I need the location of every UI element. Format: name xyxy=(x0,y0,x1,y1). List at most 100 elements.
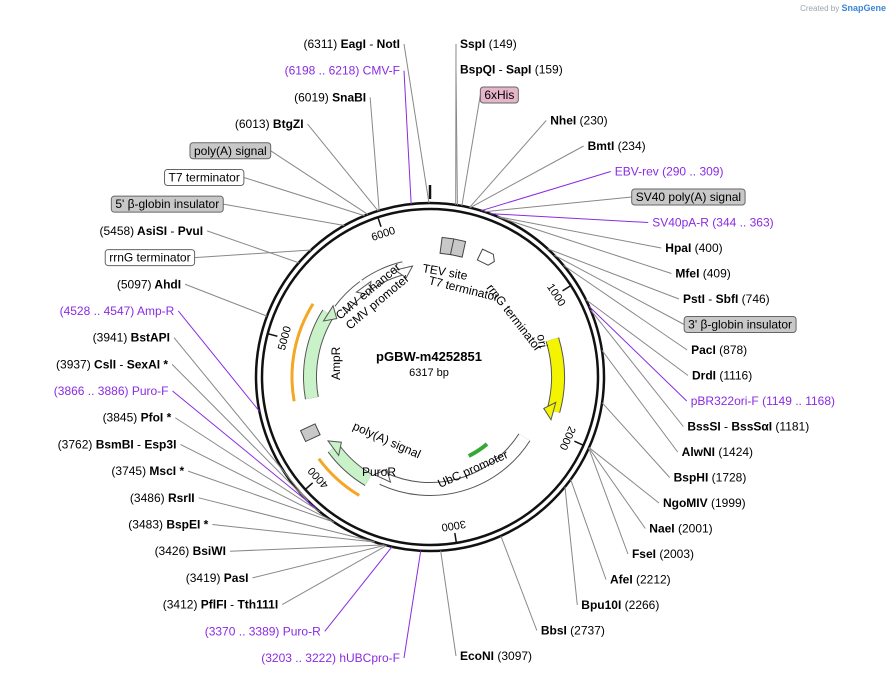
label-part: MscI * xyxy=(146,464,184,478)
label-part: poly(A) signal xyxy=(194,144,267,158)
svg-text:3' β-globin insulator: 3' β-globin insulator xyxy=(688,318,792,332)
label-part: - xyxy=(116,357,123,371)
label-part: SspI xyxy=(460,37,485,51)
label-part: (2001) xyxy=(675,522,713,536)
leader-sv40pa-r-344-363 xyxy=(489,213,649,223)
leader-alwni-1424 xyxy=(601,349,679,453)
label-part: RsrII xyxy=(165,491,195,505)
svg-text:(3486) RsrII: (3486) RsrII xyxy=(130,491,195,505)
label-part: PstI xyxy=(683,292,705,306)
feature-ori-arrowhead xyxy=(543,401,557,421)
leader-3483-bspei xyxy=(212,524,375,543)
label-part: Tth111I xyxy=(234,598,278,612)
credit-brand-logo: SnapGene xyxy=(841,3,886,13)
label-6013-btgzi: (6013) BtgZI xyxy=(235,117,304,131)
feature-poly-a-signal xyxy=(299,423,321,443)
plasmid-size: 6317 bp xyxy=(409,367,449,379)
svg-text:(6198 .. 6218) CMV-F: (6198 .. 6218) CMV-F xyxy=(285,64,400,78)
leader-5458-asisi-pvui xyxy=(206,230,299,264)
leader-bsssi-bsss-i-1181 xyxy=(590,309,684,427)
label-part: 5' β-globin insulator xyxy=(115,197,219,211)
label-part: (5097) xyxy=(117,277,152,291)
label-part: (6311) xyxy=(304,37,338,51)
leader-rrng-terminator xyxy=(194,249,312,259)
leader-paci-878 xyxy=(563,264,688,351)
ubc-orf-highlight xyxy=(467,442,489,458)
label-part: (1181) xyxy=(772,420,809,434)
svg-text:(3941) BstAPI: (3941) BstAPI xyxy=(93,331,170,345)
label-part: T7 terminator xyxy=(169,170,240,184)
leader-3745-msci xyxy=(187,470,335,523)
backbone-outer-ring xyxy=(254,201,606,553)
label-part: SapI xyxy=(503,63,532,77)
label-part: (746) xyxy=(738,292,769,306)
leader-bpu10i-2266 xyxy=(564,486,578,606)
label-part: Bpu10I xyxy=(581,598,621,612)
backbone xyxy=(254,185,606,553)
svg-text:(3426) BsiWI: (3426) BsiWI xyxy=(155,544,226,558)
leader-6198-6218-cmv-f xyxy=(403,70,412,205)
leader-3412-pflfi-tth111i xyxy=(281,545,387,606)
svg-text:MfeI (409): MfeI (409) xyxy=(675,267,730,281)
label-part: BsmBI xyxy=(92,437,133,451)
leader-bbsi-2737 xyxy=(500,535,538,631)
feature-ubc-promoter-arrowhead xyxy=(373,468,392,484)
svg-text:(3762) BsmBI - Esp3I: (3762) BsmBI - Esp3I xyxy=(58,437,177,451)
svg-text:EBV-rev (290 .. 309): EBV-rev (290 .. 309) xyxy=(615,165,724,179)
label-psti-sbfi-746: PstI - SbfI (746) xyxy=(683,292,770,306)
svg-text:(3745) MscI *: (3745) MscI * xyxy=(111,464,184,478)
label-part: (159) xyxy=(531,63,562,77)
leader-6013-btgzi xyxy=(307,123,379,212)
leader-6311-eagi-noti xyxy=(403,43,430,204)
label-part: (3762) xyxy=(58,437,93,451)
label-part: (3419) xyxy=(186,571,221,585)
label-bbsi-2737: BbsI (2737) xyxy=(541,624,605,638)
svg-text:BmtI (234): BmtI (234) xyxy=(588,139,646,153)
label-part: AfeI xyxy=(610,573,633,587)
svg-text:rrnG terminator: rrnG terminator xyxy=(109,251,190,265)
svg-text:5' β-globin insulator: 5' β-globin insulator xyxy=(115,197,219,211)
label-part: EagI xyxy=(337,37,366,51)
leader-mfei-409 xyxy=(498,216,672,274)
tick-4000 xyxy=(304,482,314,491)
svg-text:NgoMIV (1999): NgoMIV (1999) xyxy=(663,496,746,510)
leader-3370-3389-puro-r xyxy=(324,546,393,632)
label-part: - xyxy=(167,224,174,238)
leader-bspqi-sapi-159 xyxy=(455,69,458,206)
label-6019-snabi: (6019) SnaBI xyxy=(294,90,366,104)
label-part: PvuI xyxy=(174,224,203,238)
label-part: NotI xyxy=(373,37,400,51)
label-part: SexAI * xyxy=(123,357,168,371)
svg-text:(3483) BspEI *: (3483) BspEI * xyxy=(128,518,208,532)
label-part: PacI xyxy=(691,343,716,357)
label-4528-4547-amp-r: (4528 .. 4547) Amp-R xyxy=(60,304,175,318)
label-box xyxy=(479,86,519,104)
label-part: hUBCpro-F xyxy=(336,651,400,665)
leader-t7-terminator xyxy=(243,177,365,217)
label-part: (3412) xyxy=(163,598,198,612)
label-6311-eagi-noti: (6311) EagI - NotI xyxy=(304,37,401,51)
feature-label-ori: ori xyxy=(534,333,550,349)
label-3486-rsrii: (3486) RsrII xyxy=(130,491,195,505)
label-3203-3222-hubcpro-f: (3203 .. 3222) hUBCpro-F xyxy=(261,651,400,665)
label-3845-pfoi: (3845) PfoI * xyxy=(103,411,172,425)
leader-6019-snabi xyxy=(369,97,380,211)
label-nhei-230: NheI (230) xyxy=(550,114,607,128)
label-part: (1728) xyxy=(708,471,746,485)
svg-text:(4528 .. 4547) Amp-R: (4528 .. 4547) Amp-R xyxy=(60,304,175,318)
label-box xyxy=(110,195,224,213)
leader-nhei-230 xyxy=(469,120,547,208)
svg-text:AfeI (2212): AfeI (2212) xyxy=(610,573,671,587)
label-part: (3203 .. 3222) xyxy=(261,651,336,665)
label-bmti-234: BmtI (234) xyxy=(588,139,646,153)
leader-3419-pasi xyxy=(252,544,386,579)
svg-text:T7 terminator: T7 terminator xyxy=(169,170,240,184)
label-5458-asisi-pvui: (5458) AsiSI - PvuI xyxy=(99,224,203,238)
tick-label-2000: 2000 xyxy=(557,424,578,451)
leader-3486-rsrii xyxy=(198,497,375,543)
svg-text:HpaI (400): HpaI (400) xyxy=(665,241,722,255)
feature-arrows xyxy=(290,236,565,497)
label-afei-2212: AfeI (2212) xyxy=(610,573,671,587)
label-3483-bspei: (3483) BspEI * xyxy=(128,518,208,532)
